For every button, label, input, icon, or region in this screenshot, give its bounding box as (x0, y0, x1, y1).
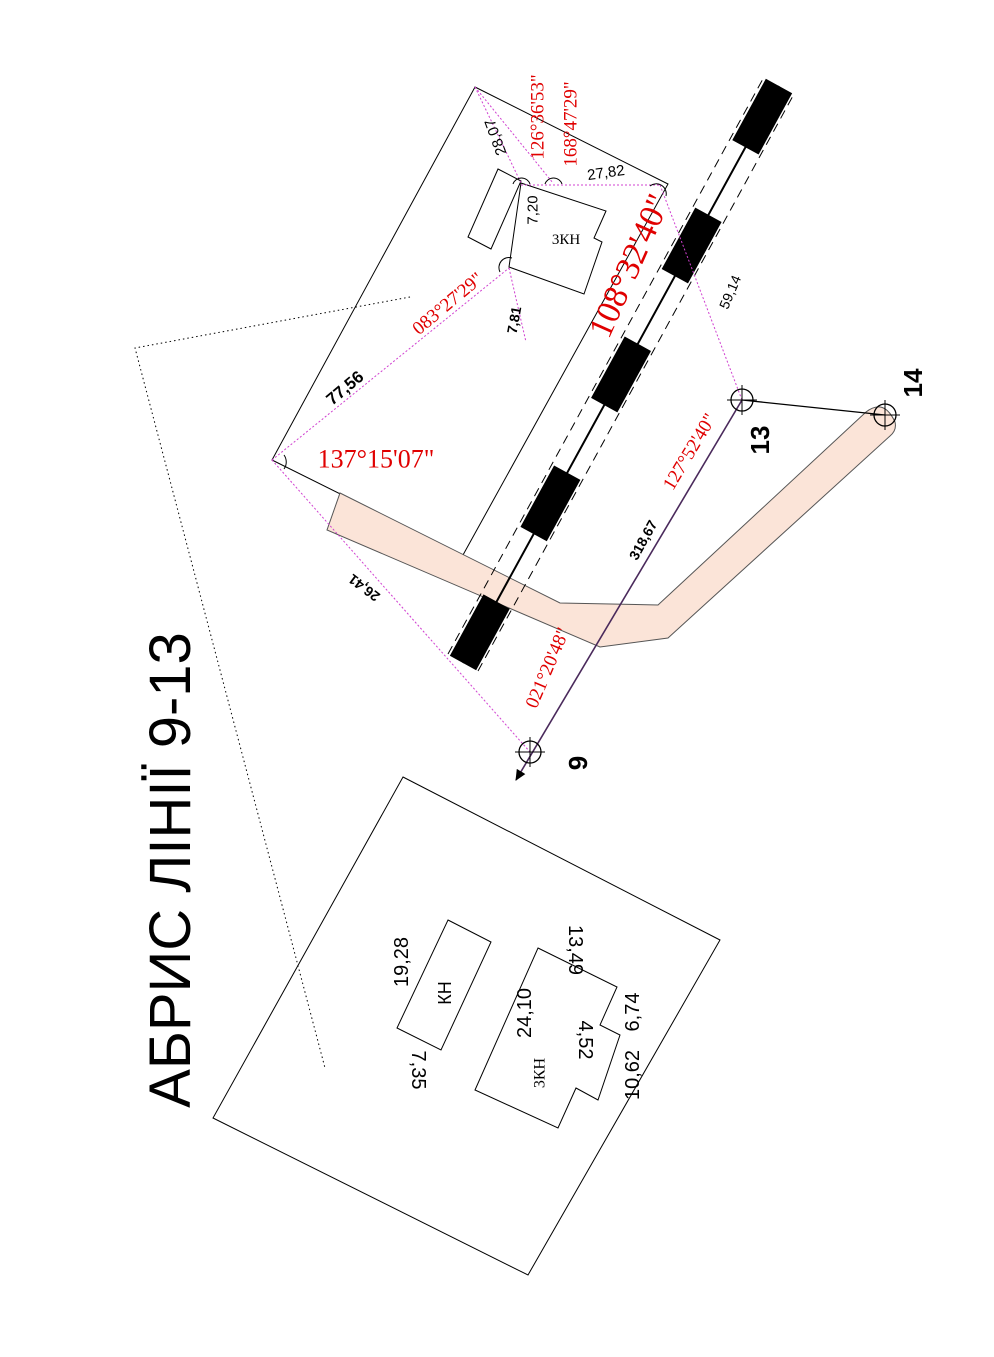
dist-28-07: 28,07 (482, 116, 511, 157)
dist-26-41: 26,41 (345, 571, 383, 605)
angle-083-27-29: 083°27'29" (409, 269, 488, 340)
dist-7-20: 7,20 (525, 195, 542, 224)
dim-10-62: 10,62 (622, 1050, 644, 1100)
road-strip (326, 406, 896, 648)
lower-building-kn (396, 919, 492, 1051)
angle-arc-left (283, 454, 287, 470)
dist-7-81: 7,81 (504, 305, 525, 335)
angle-137-15-07: 137°15'07" (318, 445, 435, 474)
point-13-marker (730, 388, 754, 412)
angle-arc-top-2 (544, 177, 563, 185)
offset-line-left-to-9 (271, 459, 531, 753)
dim-24-10: 24,10 (514, 988, 536, 1038)
offset-line-left-to-building (271, 267, 510, 461)
angle-168-47-29: 168°47'29" (561, 81, 582, 166)
railway-edge-left (447, 76, 765, 655)
offset-line-building-down (508, 267, 527, 343)
lower-parcel-boundary (212, 776, 721, 1276)
sketch-title: АБРИС ЛІНІЇ 9-13 (138, 632, 203, 1108)
dim-6-74: 6,74 (622, 993, 644, 1032)
line-13-14 (741, 399, 886, 416)
lower-3kn-label: 3КН (532, 1057, 549, 1088)
dist-27-82: 27,82 (586, 162, 626, 184)
survey-point-14 (870, 400, 900, 430)
railway-edge-right (477, 93, 795, 672)
railway-blocks (449, 78, 793, 671)
point-14-label: 14 (898, 368, 928, 397)
point-9-label: 9 (563, 756, 593, 770)
survey-point-9 (515, 737, 545, 767)
point-9-marker (518, 740, 542, 764)
angle-arc-building (498, 257, 513, 273)
dim-19-28: 19,28 (391, 937, 413, 987)
line-13-9 (515, 399, 743, 781)
angle-126-36-53: 126°36'53" (528, 74, 549, 159)
railway (447, 76, 795, 672)
offset-line-top-corner-2 (474, 86, 554, 184)
dist-59-14: 59,14 (716, 273, 745, 312)
dist-318-67: 318,67 (626, 517, 661, 562)
lower-kn-label: КН (435, 981, 455, 1004)
dim-7-35: 7,35 (407, 1051, 429, 1090)
upper-annex (467, 168, 522, 250)
bearing-021-20-48: 021°20'48" (522, 625, 575, 712)
dim-4-52: 4,52 (574, 1021, 596, 1060)
dim-13-49: 13,49 (564, 925, 586, 975)
dist-77-56: 77,56 (323, 367, 368, 409)
upper-building-label: 3КН (552, 232, 581, 248)
offset-line-top-corner (474, 86, 522, 184)
leader-line (134, 296, 411, 1069)
point-13-label: 13 (745, 426, 775, 455)
point-14-marker (873, 403, 897, 427)
survey-point-13 (727, 385, 757, 415)
angle-arc-top-1 (512, 177, 531, 185)
lower-building-3kn (474, 947, 621, 1129)
upper-building-3kn (508, 182, 607, 295)
angle-arc-right (649, 183, 667, 197)
